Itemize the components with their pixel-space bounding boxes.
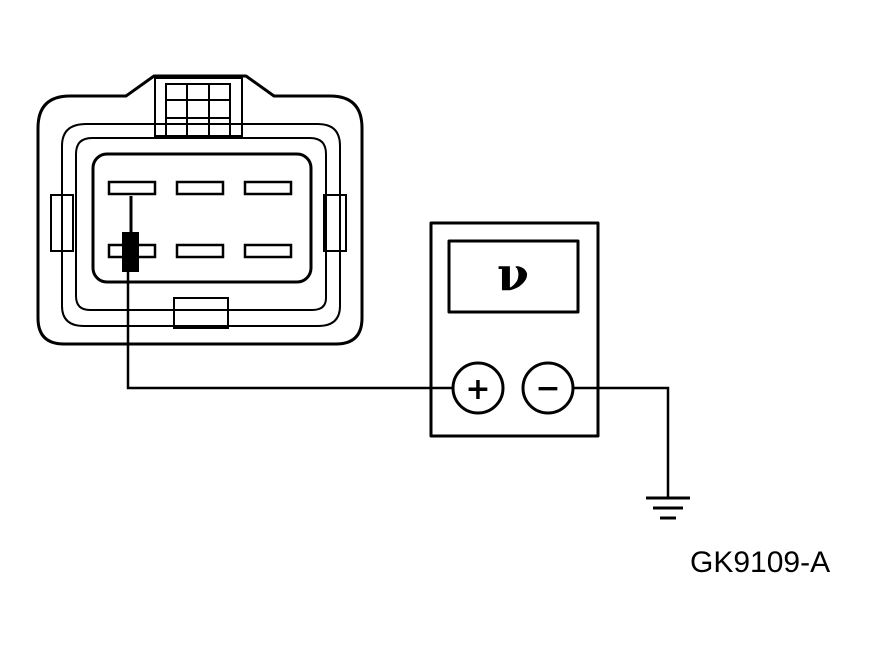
positive-terminal <box>451 361 505 415</box>
voltmeter-icon: ν + − <box>429 221 600 438</box>
meter-display <box>447 239 580 314</box>
electrical-connector-icon <box>36 74 364 346</box>
meter-display-symbol: ν <box>497 247 529 301</box>
negative-lead-wire <box>573 386 670 498</box>
connector-pin <box>175 180 225 196</box>
ground-symbol-icon <box>646 496 690 520</box>
connector-pin <box>243 243 293 259</box>
figure-code: GK9109-A <box>690 546 831 579</box>
negative-terminal-symbol: − <box>535 371 560 406</box>
connector-pin <box>243 180 293 196</box>
connector-pin <box>175 243 225 259</box>
back-probe-icon <box>122 196 139 272</box>
positive-lead-wire <box>126 272 452 390</box>
connector-pin <box>107 180 157 196</box>
positive-terminal-symbol: + <box>465 372 490 407</box>
